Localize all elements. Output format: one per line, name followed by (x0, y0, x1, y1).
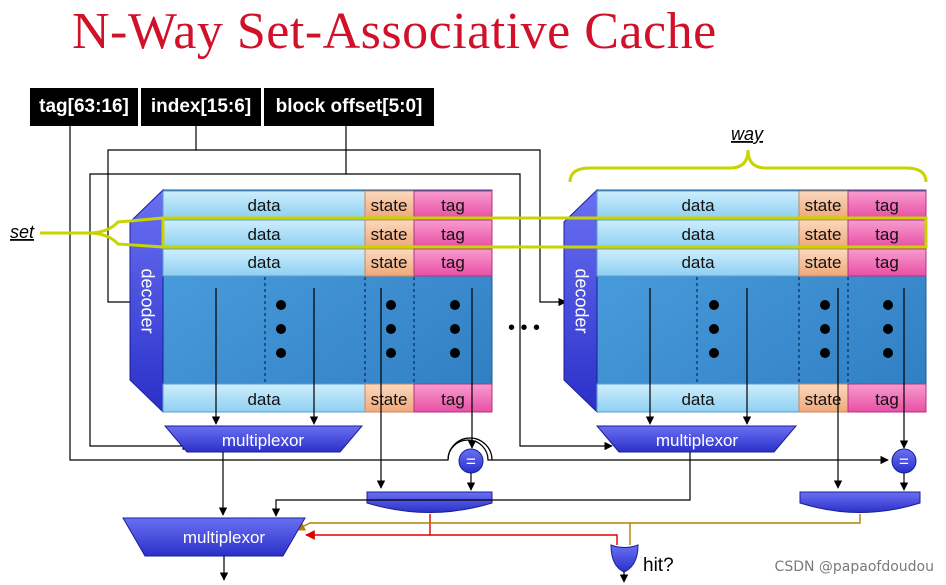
comparator-label: = (899, 452, 909, 471)
cache-row: data state tag (596, 190, 927, 219)
cache-row: data state tag (162, 383, 493, 413)
valid-and-gate (799, 491, 921, 513)
hit-or-gate (610, 544, 639, 573)
set-label: set (10, 222, 35, 242)
watermark: CSDN @papaofdoudou (774, 559, 934, 575)
address-wiring (69, 126, 889, 465)
valid-and-gate (366, 491, 493, 513)
state-cell: state (805, 225, 842, 244)
decoder-label: decoder (571, 268, 591, 333)
data-cell: data (681, 225, 715, 244)
state-cell: state (805, 390, 842, 409)
multiplexor-label: multiplexor (222, 431, 305, 450)
tag-cell: tag (875, 390, 899, 409)
way-ellipsis: • • • (508, 317, 540, 339)
multiplexor-label: multiplexor (656, 431, 739, 450)
set-highlight (40, 216, 928, 249)
tag-cell: tag (441, 225, 465, 244)
state-cell: state (371, 196, 408, 215)
state-cell: state (371, 390, 408, 409)
way-n: decoder data state tag data state tag da… (563, 188, 927, 491)
way-multiplexor (163, 425, 364, 453)
way-label: way (731, 124, 764, 144)
address-index-field: index[15:6] (141, 88, 261, 126)
comparator-label: = (466, 452, 476, 471)
cache-row: data state tag (162, 219, 493, 248)
cache-row: data state tag (596, 219, 927, 248)
data-cell: data (247, 196, 281, 215)
way-bracket: way (568, 124, 928, 183)
data-cell: data (681, 196, 715, 215)
way-0: decoder data state tag data state tag da… (129, 188, 493, 516)
tag-cell: tag (875, 196, 899, 215)
decoder-label: decoder (137, 268, 157, 333)
tag-cell: tag (875, 225, 899, 244)
cache-row: data state tag (162, 190, 493, 219)
final-multiplexor (122, 517, 306, 557)
ellipsis-dots (276, 300, 460, 358)
data-cell: data (681, 390, 715, 409)
address-tag-field: tag[63:16] (30, 88, 138, 126)
ellipsis-dots (709, 300, 893, 358)
data-cell: data (247, 253, 281, 272)
state-cell: state (371, 253, 408, 272)
tag-cell: tag (441, 253, 465, 272)
data-cell: data (247, 225, 281, 244)
state-cell: state (805, 196, 842, 215)
cache-row: data state tag (596, 248, 927, 277)
cache-row: data state tag (596, 383, 927, 413)
address-offset-field: block offset[5:0] (264, 88, 434, 126)
data-cell: data (681, 253, 715, 272)
tag-cell: tag (875, 253, 899, 272)
page-title: N-Way Set-Associative Cache (72, 3, 717, 60)
state-cell: state (371, 225, 408, 244)
data-cell: data (247, 390, 281, 409)
tag-cell: tag (441, 196, 465, 215)
state-cell: state (805, 253, 842, 272)
hit-label: hit? (643, 555, 674, 576)
cache-row: data state tag (162, 248, 493, 277)
tag-cell: tag (441, 390, 465, 409)
way-multiplexor (595, 425, 798, 453)
final-multiplexor-label: multiplexor (183, 528, 266, 547)
